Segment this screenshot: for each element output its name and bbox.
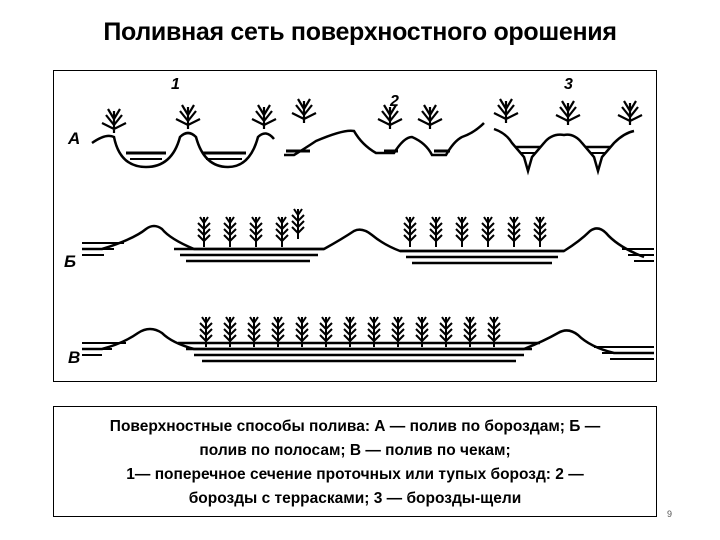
- caption-line-2: полив по полосам; В — полив по чекам;: [199, 442, 511, 459]
- variant-label-3: 3: [564, 76, 573, 93]
- irrigation-diagram: А 1 2 3 Б: [53, 70, 657, 382]
- figure-caption: Поверхностные способы полива: А — полив …: [53, 406, 657, 517]
- row-label-b: Б: [64, 252, 76, 271]
- strip-irrigation: [82, 208, 654, 265]
- furrow-section-1: [91, 103, 278, 169]
- page-number: 9: [667, 509, 673, 519]
- furrow-section-3: [492, 97, 644, 176]
- row-label-a: А: [67, 129, 80, 148]
- diagram-drawing: А 1 2 3 Б: [64, 76, 654, 367]
- variant-label-1: 1: [171, 76, 180, 93]
- slide-title: Поливная сеть поверхностного орошения: [103, 18, 617, 46]
- row-label-v: В: [68, 348, 80, 367]
- variant-label-2: 2: [389, 93, 399, 110]
- caption-line-4: борозды с террасками; 3 — борозды-щели: [188, 490, 522, 507]
- furrow-section-2: [284, 97, 485, 157]
- basin-irrigation: [82, 316, 654, 363]
- caption-line-3: 1— поперечное сечение проточных или тупы…: [126, 466, 584, 483]
- caption-line-1: Поверхностные способы полива: А — полив …: [109, 418, 601, 435]
